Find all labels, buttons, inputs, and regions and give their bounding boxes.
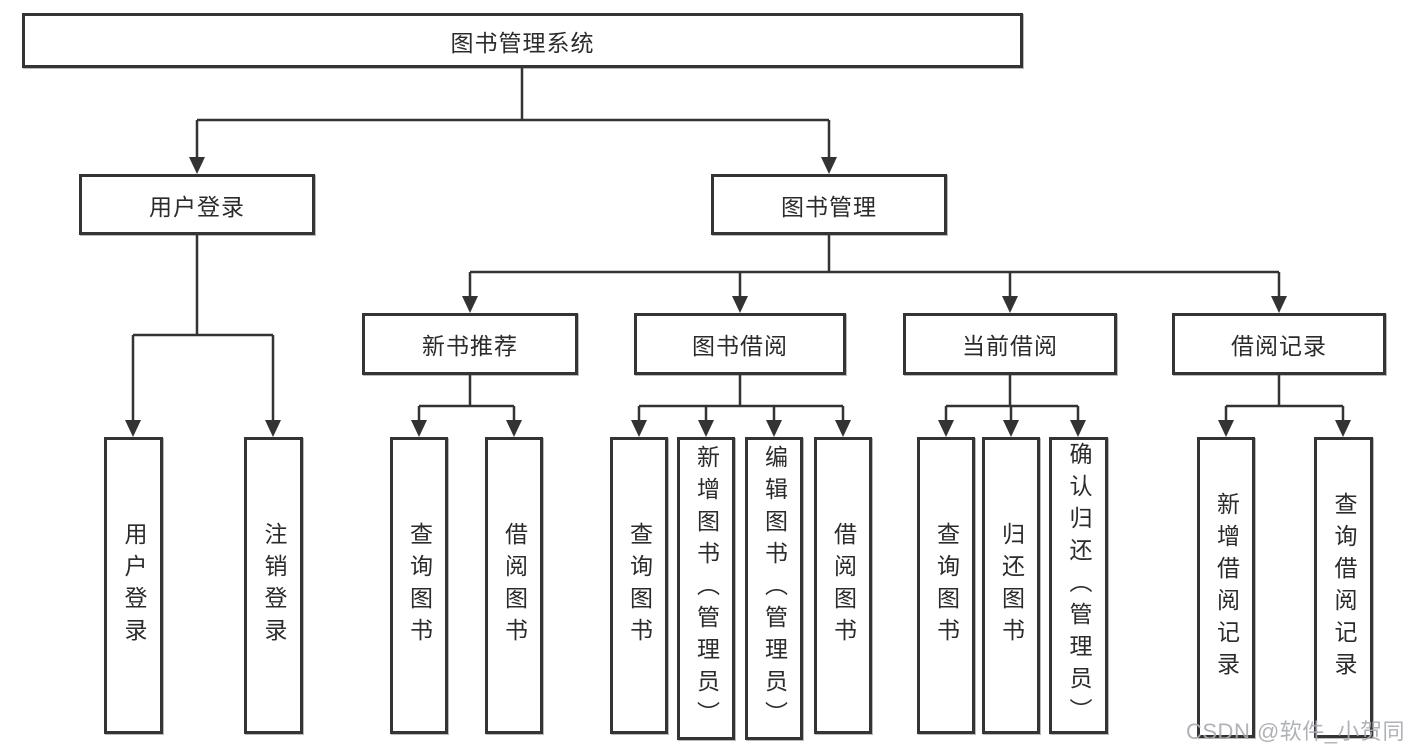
node-library-system-label: 图书管理系统 bbox=[450, 29, 595, 56]
node-current-borrowing: 当前借阅 bbox=[903, 313, 1117, 375]
node-current-borrowing-label: 当前借阅 bbox=[962, 333, 1058, 359]
leaf-add-book-admin-label: 新增图书（管理员） bbox=[693, 444, 720, 733]
leaf-user-login: 用户登录 bbox=[104, 437, 163, 734]
leaf-current-query-books: 查询图书 bbox=[917, 437, 975, 734]
leaf-newbooks-query-books-label: 查询图书 bbox=[406, 521, 433, 650]
connector-root-to-level2 bbox=[195, 68, 831, 158]
node-user-login: 用户登录 bbox=[79, 174, 315, 235]
connector-login-to-leaves bbox=[131, 235, 275, 421]
leaf-add-borrow-record-label: 新增借阅记录 bbox=[1213, 491, 1240, 684]
leaf-user-login-label: 用户登录 bbox=[121, 521, 147, 650]
leaf-borrow-books: 借阅图书 bbox=[814, 437, 872, 734]
leaf-confirm-return-admin: 确认归还（管理员） bbox=[1049, 437, 1108, 734]
node-book-management-label: 图书管理 bbox=[781, 193, 877, 220]
arrowheads bbox=[125, 157, 1351, 437]
leaf-borrow-query-books: 查询图书 bbox=[610, 437, 668, 734]
leaf-add-book-admin: 新增图书（管理员） bbox=[677, 437, 735, 740]
node-book-management: 图书管理 bbox=[711, 174, 947, 235]
connector-borrow-to-leaves bbox=[637, 375, 845, 421]
csdn-watermark: CSDN @软件_小贺同学 bbox=[1186, 719, 1405, 744]
leaf-query-borrow-record: 查询借阅记录 bbox=[1314, 437, 1373, 738]
node-new-book-recommend: 新书推荐 bbox=[362, 313, 578, 375]
leaf-return-books-label: 归还图书 bbox=[998, 521, 1025, 650]
leaf-borrow-query-books-label: 查询图书 bbox=[626, 521, 653, 650]
connector-mgmt-to-level3 bbox=[468, 235, 1281, 297]
leaf-current-query-books-label: 查询图书 bbox=[933, 521, 960, 650]
node-user-login-label: 用户登录 bbox=[149, 193, 245, 220]
connector-records-to-leaves bbox=[1224, 375, 1345, 421]
leaf-edit-book-admin: 编辑图书（管理员） bbox=[745, 437, 803, 740]
leaf-add-borrow-record: 新增借阅记录 bbox=[1197, 437, 1255, 738]
node-borrowing-records: 借阅记录 bbox=[1172, 313, 1386, 375]
leaf-confirm-return-admin-label: 确认归还（管理员） bbox=[1066, 441, 1092, 730]
leaf-query-borrow-record-label: 查询借阅记录 bbox=[1331, 491, 1357, 684]
node-book-borrowing-label: 图书借阅 bbox=[692, 333, 788, 359]
leaf-newbooks-borrow-books: 借阅图书 bbox=[485, 437, 543, 734]
node-borrowing-records-label: 借阅记录 bbox=[1231, 333, 1327, 359]
leaf-borrow-books-label: 借阅图书 bbox=[830, 521, 857, 650]
connector-newbooks-to-leaves bbox=[417, 375, 516, 421]
connector-current-to-leaves bbox=[944, 375, 1080, 421]
node-library-system: 图书管理系统 bbox=[22, 13, 1023, 68]
leaf-logout: 注销登录 bbox=[244, 437, 303, 734]
leaf-return-books: 归还图书 bbox=[982, 437, 1040, 734]
node-new-book-recommend-label: 新书推荐 bbox=[422, 333, 518, 359]
leaf-newbooks-borrow-books-label: 借阅图书 bbox=[501, 521, 528, 650]
node-book-borrowing: 图书借阅 bbox=[634, 313, 846, 375]
leaf-edit-book-admin-label: 编辑图书（管理员） bbox=[761, 444, 788, 733]
leaf-logout-label: 注销登录 bbox=[261, 521, 287, 650]
leaf-newbooks-query-books: 查询图书 bbox=[390, 437, 448, 734]
